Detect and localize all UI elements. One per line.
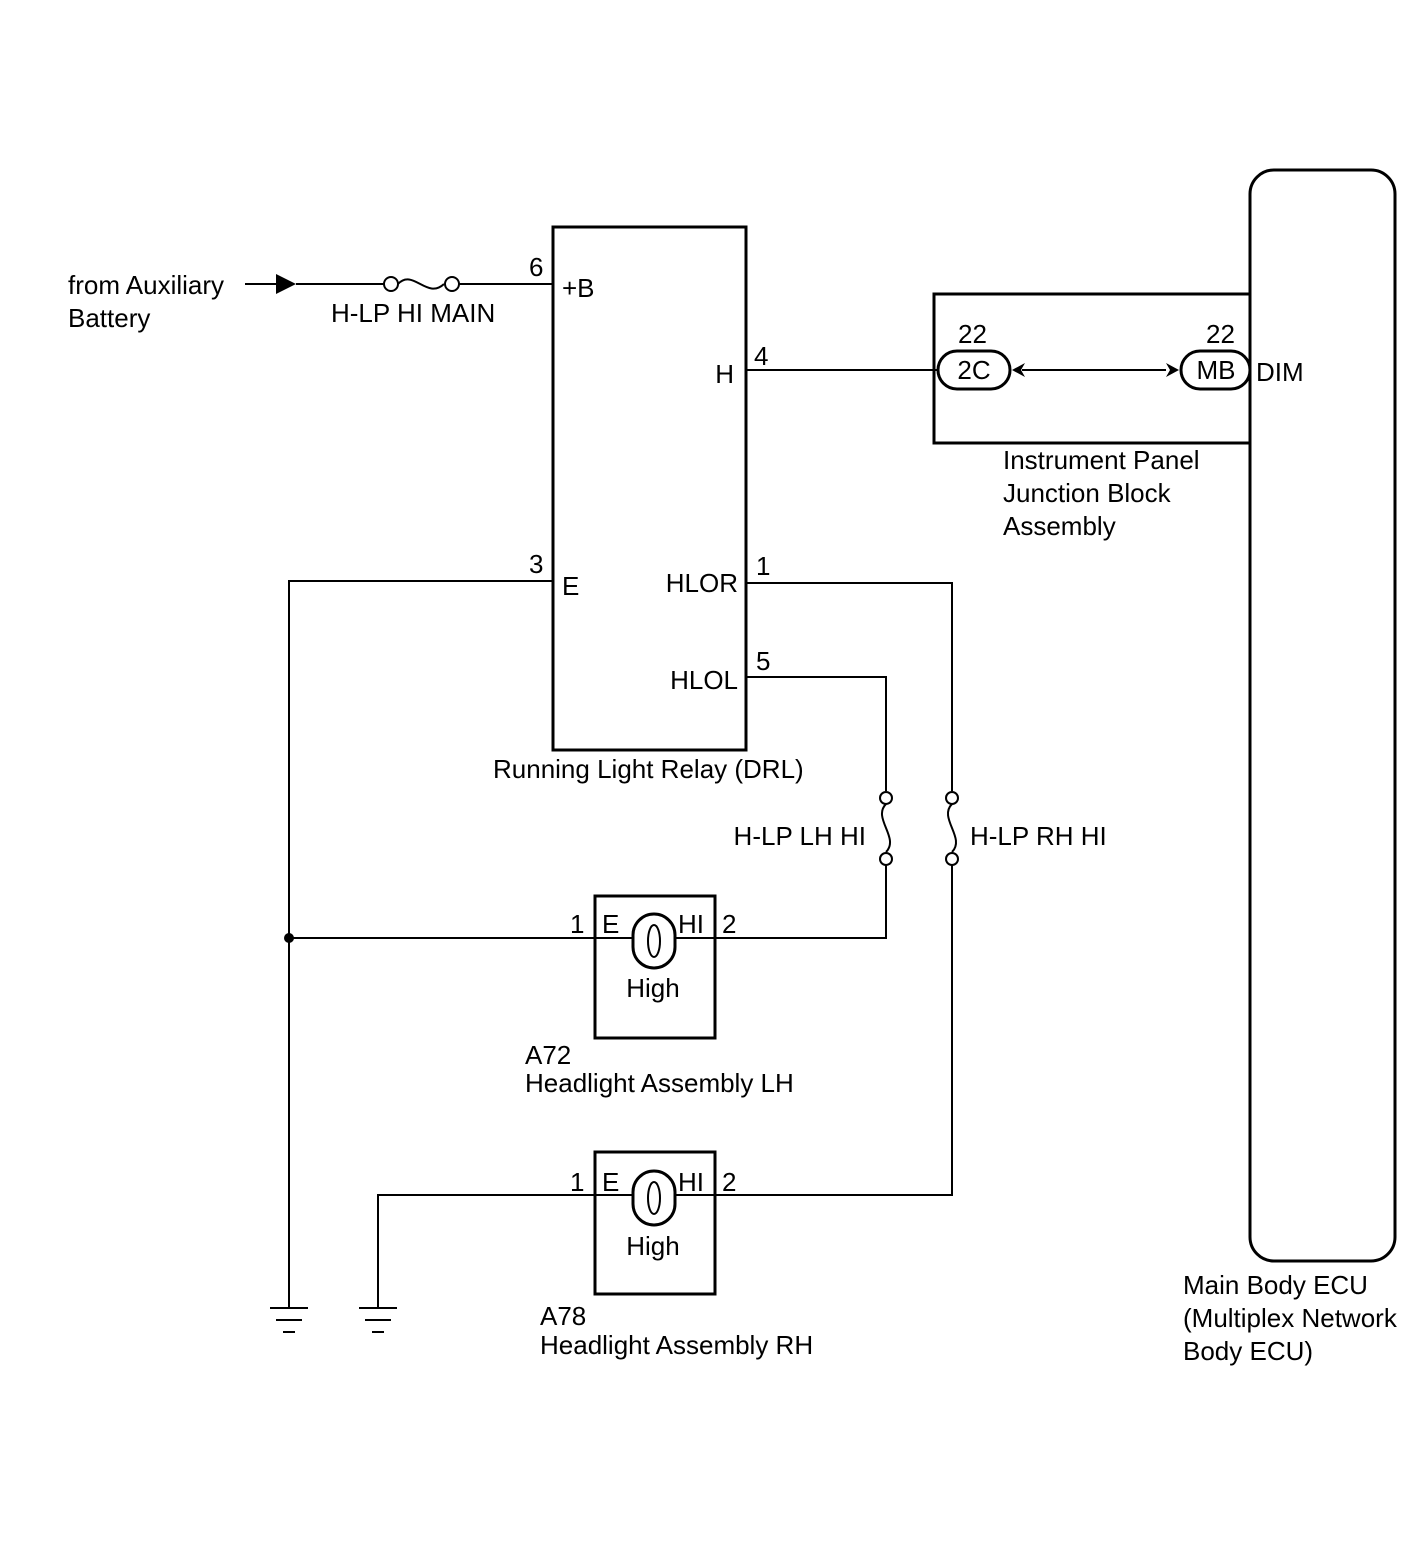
ecu-box (1248, 168, 1397, 1263)
battery-source: from Auxiliary Battery (68, 270, 296, 333)
relay-pin-b-num: 6 (529, 252, 543, 282)
headlight-lh-name: Headlight Assembly LH (525, 1068, 794, 1098)
connector-mb-pin: 22 (1206, 319, 1235, 349)
junction-name-line2: Junction Block (1003, 478, 1172, 508)
source-label-line2: Battery (68, 303, 150, 333)
ecu-pin-dim-label: DIM (1256, 357, 1304, 387)
wire-fuse-lh-headlight (715, 865, 887, 939)
wire-relay-e-ground (288, 580, 553, 1307)
headlight-rh: 1 E HI 2 High A78 Headlight Assembly RH (540, 1150, 813, 1360)
relay-pin-h-num: 4 (754, 341, 768, 371)
ecu-name-line3: Body ECU) (1183, 1336, 1313, 1366)
connector-mb-label: MB (1197, 355, 1236, 385)
headlight-lh-bulb-label: High (626, 973, 679, 1003)
headlight-rh-pin-e-num: 1 (570, 1167, 584, 1197)
headlight-lh-pin-e: E (602, 909, 619, 939)
headlight-rh-code: A78 (540, 1301, 586, 1331)
relay-pin-b-label: +B (562, 273, 595, 303)
junction-name-line1: Instrument Panel (1003, 445, 1200, 475)
headlight-lh-pin-hi-num: 2 (722, 909, 736, 939)
fuse-main-icon (383, 276, 460, 292)
ecu-name-line1: Main Body ECU (1183, 1270, 1368, 1300)
relay-pin-hlor-num: 1 (756, 551, 770, 581)
headlight-rh-bulb-label: High (626, 1231, 679, 1261)
relay-pin-hlol-label: HLOL (670, 665, 738, 695)
source-arrow-icon (276, 274, 296, 294)
ground-left-icon (270, 1307, 308, 1333)
headlight-lh-box (593, 894, 717, 1040)
relay-pin-e-num: 3 (529, 549, 543, 579)
relay-pin-e-label: E (562, 571, 579, 601)
wire-rh-ground (377, 1194, 595, 1307)
connector-2c-pin: 22 (958, 319, 987, 349)
relay-pin-hlor-label: HLOR (666, 568, 738, 598)
fuse-lh-label: H-LP LH HI (734, 821, 866, 851)
headlight-lh-code: A72 (525, 1040, 571, 1070)
ecu-name-line2: (Multiplex Network (1183, 1303, 1398, 1333)
connector-2c-arrow-icon (1012, 363, 1025, 377)
main-body-ecu: DIM Main Body ECU (Multiplex Network Bod… (1183, 168, 1398, 1366)
fuse-lh-icon (879, 791, 893, 866)
fuse-rh-label: H-LP RH HI (970, 821, 1107, 851)
headlight-lh-pin-hi: HI (678, 909, 704, 939)
headlight-lh-bulb-icon (595, 912, 715, 970)
headlight-rh-box (593, 1150, 717, 1296)
junction-name-line3: Assembly (1003, 511, 1116, 541)
relay-pin-h-label: H (715, 359, 734, 389)
wire-fuse-rh-headlight (715, 865, 953, 1196)
source-label-line1: from Auxiliary (68, 270, 224, 300)
headlight-lh: 1 E HI 2 High A72 Headlight Assembly LH (525, 894, 794, 1098)
relay-pin-hlol-num: 5 (756, 646, 770, 676)
relay-name: Running Light Relay (DRL) (493, 754, 804, 784)
headlight-rh-pin-hi: HI (678, 1167, 704, 1197)
ground-right-icon (359, 1307, 397, 1333)
junction-block: 22 2C 22 MB Instrument Panel Junction Bl… (932, 292, 1252, 541)
headlight-lh-pin-e-num: 1 (570, 909, 584, 939)
headlight-rh-bulb-icon (595, 1169, 715, 1227)
relay-box (551, 225, 748, 752)
wire-hlol-fuse (746, 676, 887, 791)
connector-mb-arrow-icon (1166, 363, 1179, 377)
headlight-rh-pin-hi-num: 2 (722, 1167, 736, 1197)
junction-box (932, 292, 1250, 445)
connector-2c (936, 349, 1012, 391)
fuse-rh-icon (945, 791, 959, 866)
headlight-rh-name: Headlight Assembly RH (540, 1330, 813, 1360)
wire-hlor-fuse (746, 582, 953, 791)
running-light-relay: Running Light Relay (DRL) 6 +B 4 H 3 E 1… (493, 225, 804, 784)
fuse-main-label: H-LP HI MAIN (331, 298, 495, 328)
connector-2c-label: 2C (957, 355, 990, 385)
headlight-rh-pin-e: E (602, 1167, 619, 1197)
